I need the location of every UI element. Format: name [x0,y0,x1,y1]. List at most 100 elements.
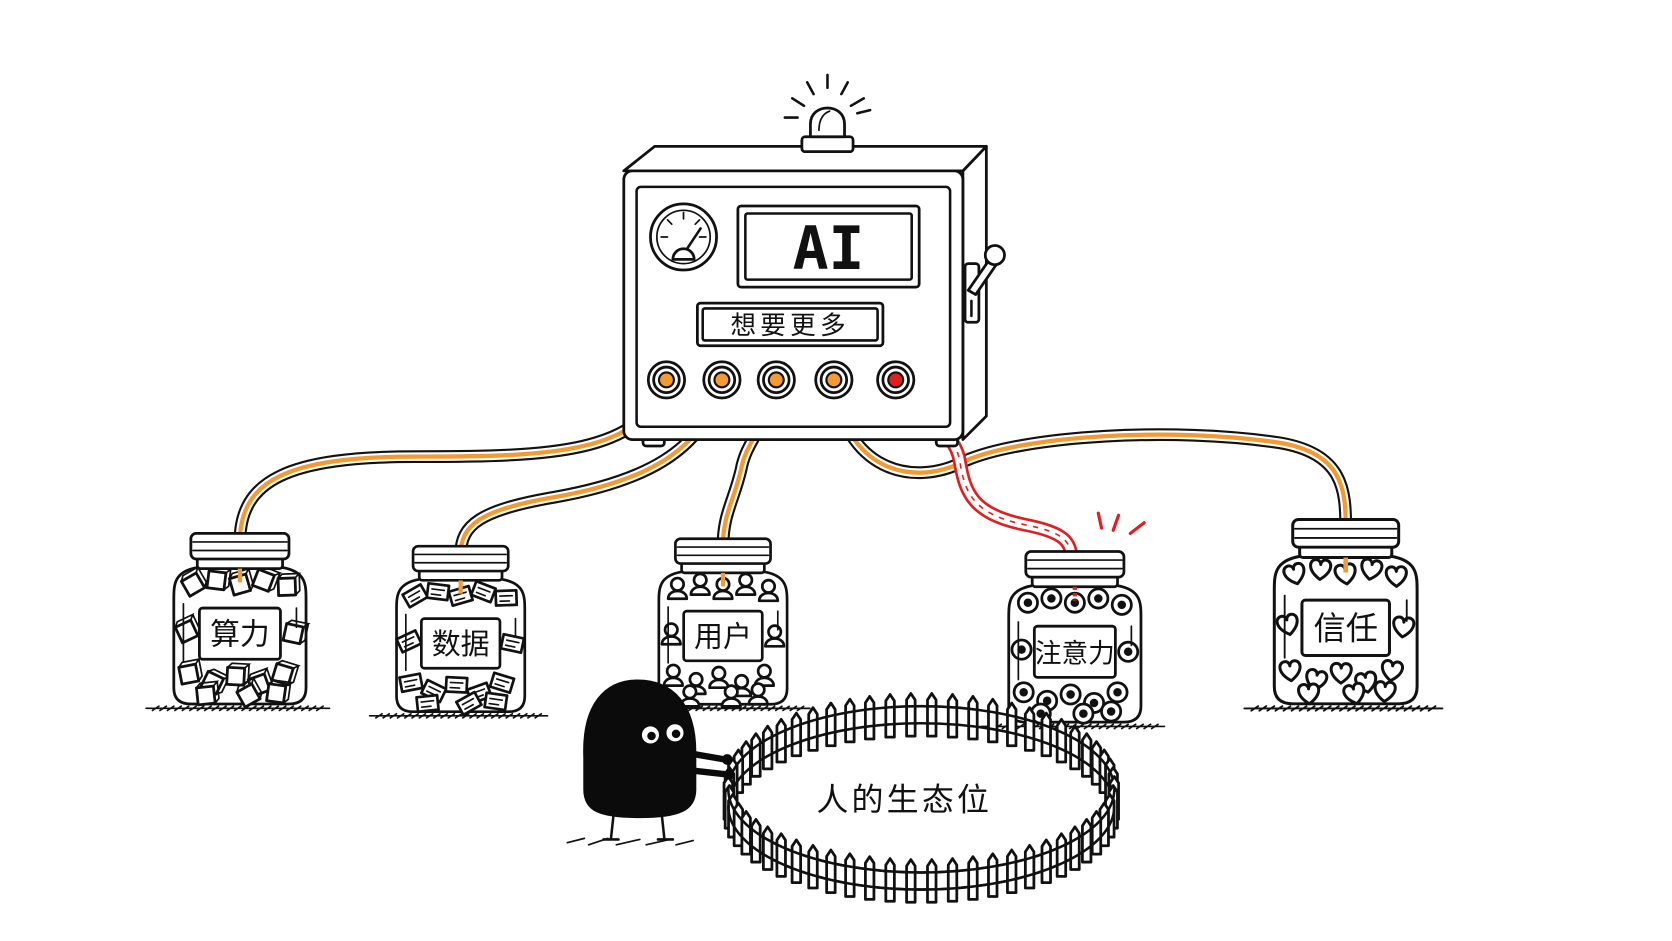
heart-icon [1329,661,1353,685]
fence-picket [844,697,856,744]
fence-picket [1040,838,1052,884]
alert-marks-icon [1096,511,1146,536]
eye-icon [1012,681,1035,704]
fence-rail-front [727,805,1116,891]
person-icon [679,684,701,708]
eye-icon [1117,640,1140,663]
eye-icon [1072,702,1095,725]
fence-picket [762,724,774,771]
jar-lid [674,537,772,565]
heart-icon [1380,659,1404,683]
fence-picket [1023,843,1036,890]
fence-picket [1006,701,1018,748]
heart-icon [1384,565,1408,588]
jar-data: 数据 [368,544,549,719]
heart-icon [1373,680,1397,703]
fence-rail-front [727,788,1116,874]
port-socket-icon [876,360,916,400]
character-body [583,679,697,819]
fence-picket [750,818,762,864]
data-card-icon [499,632,526,655]
fence-picket [967,855,979,901]
data-card-icon [425,581,451,602]
jar-shadow [1243,705,1444,712]
eye-icon [1110,593,1133,616]
data-card-icon [401,583,430,609]
cube-icon [195,680,220,707]
fence-picket [884,857,896,903]
jar-label: 数据 [432,627,490,661]
heart-icon [1297,682,1321,706]
jar-shadow [145,705,331,712]
fence-picket [844,852,856,898]
data-card-icon [483,691,509,712]
fence-picket [864,695,876,741]
fence-picket [1055,717,1068,764]
jar-label: 用户 [694,619,752,653]
data-card-icon [455,690,483,717]
fence-picket [775,717,787,764]
niche-label: 人的生态位 [816,781,992,819]
fence-picket [967,695,979,741]
data-card-icon [488,671,516,695]
data-card-icon [444,675,469,694]
jar-users: 用户 [631,537,811,712]
jar-label-tag [1300,598,1391,657]
data-card-icon [398,672,424,694]
eye-icon [1106,681,1129,704]
cube-icon [235,676,263,709]
resource-jars: 算力 数据 用户 注意力 信任 [145,518,1444,730]
jar-lid [411,544,510,573]
jar-contents [1275,557,1416,706]
port-socket-icon [756,360,796,400]
fence-picket [1055,832,1068,878]
port-socket-icon [646,360,686,400]
fence-picket [926,692,938,738]
data-card-icon [469,579,498,604]
person-icon [666,576,689,601]
person-icon [662,663,684,687]
fence-picket [790,711,803,758]
heart-icon [1392,615,1416,639]
ai-display-text: AI [793,215,865,284]
fence-picket [1081,732,1093,778]
person-icon [747,682,769,706]
jar-shadow [368,712,549,719]
person-icon [720,684,742,708]
eye-icon [1083,691,1106,714]
fence-picket [1006,848,1018,895]
jar-attention: 注意力 [980,550,1166,730]
jar-contents [1010,587,1140,725]
jar-trust: 信任 [1243,518,1444,712]
jar-label: 注意力 [1035,638,1115,669]
eye-icon [1059,683,1082,706]
jar-lid [1291,518,1401,549]
cube-icon [265,679,293,705]
fence-picket [1040,711,1052,758]
eye-icon [1100,700,1123,723]
heart-icon [1360,557,1384,581]
jar-contents [395,579,526,717]
port-socket-icon [702,360,742,400]
fence-picket [1069,724,1081,771]
fence-picket [1081,818,1093,864]
cube-icon [281,619,311,646]
machine-panel [635,185,952,429]
machine-ports [646,360,916,400]
fence-picket [987,852,999,898]
jar-lid [1024,550,1126,579]
fence-picket [987,697,999,744]
cube-icon [177,657,204,686]
fence-picket [790,838,803,884]
cube-icon [276,572,302,597]
character-eyes [641,724,684,744]
eye-icon [1016,591,1039,614]
port-socket-icon [814,360,854,400]
gauge-icon [649,202,718,272]
machine-label-plate: 想要更多 [695,301,885,348]
fence-picket [1090,810,1103,856]
data-card-icon [494,588,519,607]
heart-icon [1342,681,1366,706]
human-character [566,679,735,846]
fence-picket [825,848,837,895]
